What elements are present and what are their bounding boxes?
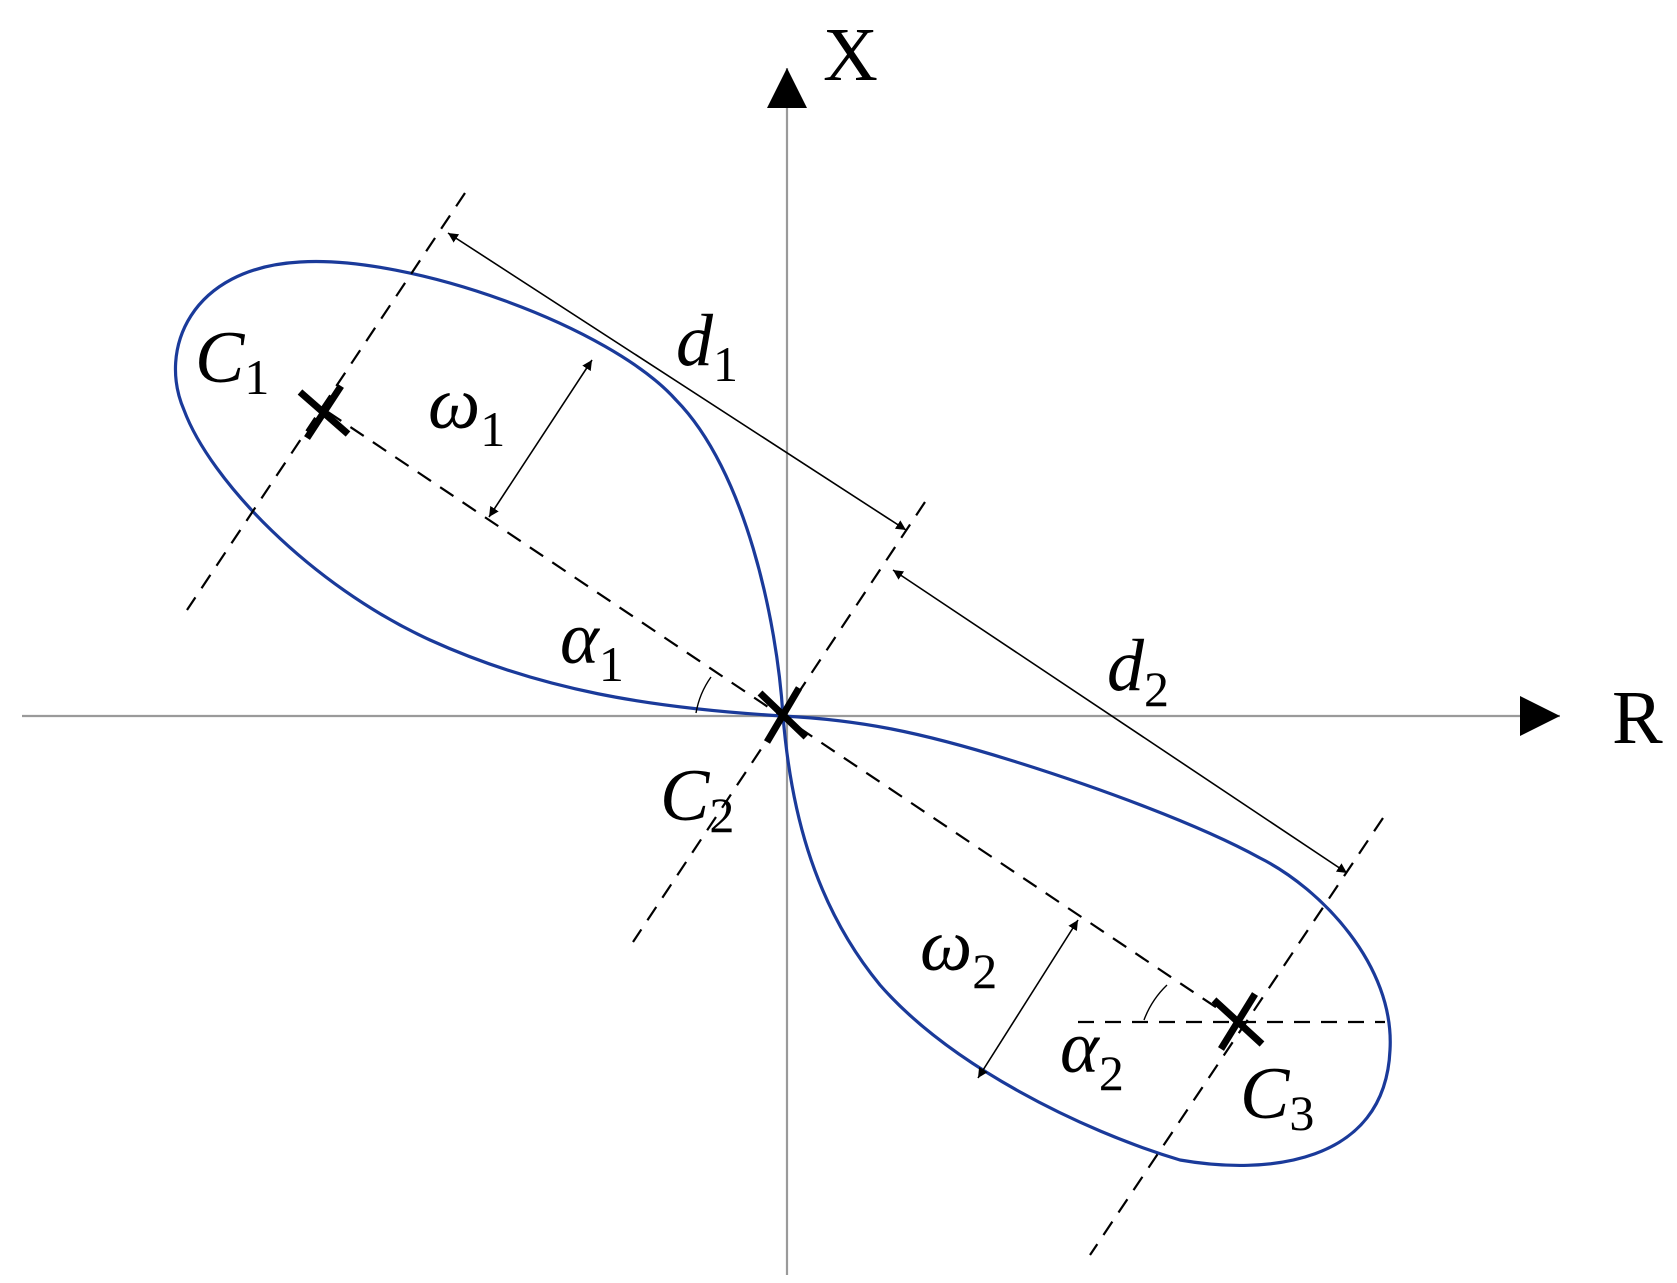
alpha2-angle-arc (1143, 984, 1168, 1021)
x-axis-label: X (823, 13, 878, 97)
perpendicular-c1 (186, 192, 466, 611)
r-axis-label: R (1612, 676, 1663, 760)
c1-label: C1 (195, 317, 269, 405)
alpha2-label: α2 (1060, 1007, 1124, 1101)
alpha1-angle-arc (695, 676, 712, 714)
alpha1-label: α1 (560, 598, 624, 692)
c3-cross-marker (1211, 992, 1265, 1051)
w2-label: ω2 (920, 905, 997, 999)
w1-label: ω1 (428, 363, 505, 457)
c2-label: C2 (660, 755, 734, 843)
d2-dimension-arrow (892, 569, 1348, 874)
c2-cross-marker (757, 686, 809, 744)
c1-cross-marker (297, 384, 351, 440)
d1-label: d1 (676, 300, 738, 392)
w1-width-arrow (488, 359, 593, 518)
c3-label: C3 (1240, 1053, 1314, 1141)
d1-dimension-arrow (447, 232, 907, 531)
w2-width-arrow (977, 919, 1079, 1079)
d2-label: d2 (1107, 625, 1169, 717)
perpendicular-c2 (632, 501, 926, 943)
perpendicular-c3 (1089, 817, 1384, 1256)
